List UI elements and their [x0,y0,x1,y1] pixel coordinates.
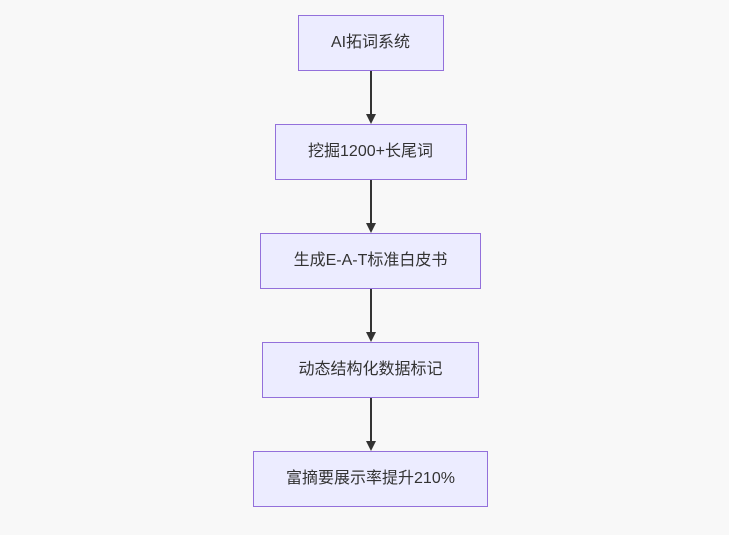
edge-arrow-n1-n2 [365,71,376,124]
flow-node-label: 挖掘1200+长尾词 [308,143,433,160]
edge-line [369,71,372,115]
flow-node-label: 富摘要展示率提升210% [286,470,455,487]
arrowhead [365,114,376,124]
edge-line [369,398,372,442]
edge-line [369,180,372,224]
edge-arrow-n3-n4 [365,289,376,342]
flow-node-label: 生成E-A-T标准白皮书 [293,252,448,269]
arrowhead [365,441,376,451]
edge-arrow-n2-n3 [365,180,376,233]
arrowhead [365,332,376,342]
arrowhead [365,223,376,233]
flow-node-dynamic-structured-data-markup: 动态结构化数据标记 [262,342,479,398]
flow-node-mine-longtail-keywords: 挖掘1200+长尾词 [274,124,467,180]
flow-node-rich-snippet-rate-increase: 富摘要展示率提升210% [253,451,488,507]
flow-node-label: 动态结构化数据标记 [298,361,443,378]
edge-arrow-n4-n5 [365,398,376,451]
flow-node-generate-eat-whitepaper: 生成E-A-T标准白皮书 [260,233,481,289]
flowchart-canvas: AI拓词系统 挖掘1200+长尾词 生成E-A-T标准白皮书 动态结构化数据标记… [253,0,488,507]
flow-node-label: AI拓词系统 [330,34,411,51]
flow-node-ai-word-expansion-system: AI拓词系统 [297,15,444,71]
edge-line [369,289,372,333]
